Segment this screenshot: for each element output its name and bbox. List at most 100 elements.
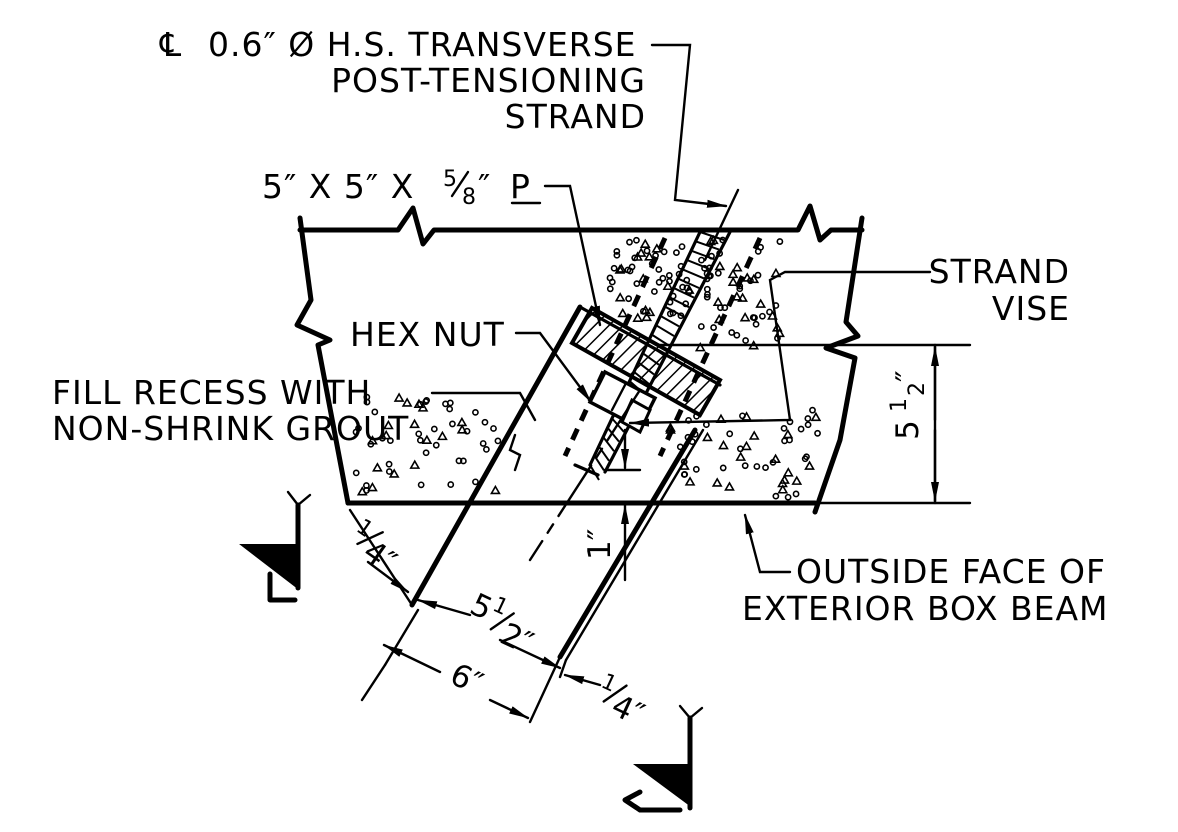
aggregate-dot — [472, 478, 479, 486]
aggregate-dot — [710, 324, 718, 331]
aggregate-dot — [494, 437, 502, 445]
depth-inch: ″ — [890, 370, 926, 382]
aggregate-dot — [363, 398, 371, 406]
recess-dimension: 5 1 2″ — [465, 587, 539, 662]
aggregate-dot — [606, 285, 614, 293]
aggregate-dot — [613, 247, 621, 255]
centerline-symbol: ℄ — [159, 25, 182, 64]
leaders — [348, 43, 972, 724]
aggregate-triangle — [614, 292, 626, 302]
aggregate-dot — [442, 400, 449, 408]
outside-face-label-line2: EXTERIOR BOX BEAM — [742, 589, 1109, 628]
aggregate-triangle — [731, 262, 743, 272]
aggregate-triangle — [490, 484, 501, 495]
aggregate-triangle — [409, 418, 420, 429]
aggregate-triangle — [714, 260, 726, 271]
strand-label-line1: 0.6″ Ø H.S. TRANSVERSE — [208, 25, 637, 64]
aggregate-dot — [776, 238, 784, 245]
overall-dimension: 6″ — [445, 657, 489, 703]
aggregate-triangle — [662, 280, 674, 291]
aggregate-dot — [749, 314, 757, 321]
aggregate-triangle — [718, 439, 729, 450]
strand-wire-twist — [659, 315, 680, 328]
aggregate-dot — [628, 263, 636, 271]
aggregate-triangle — [383, 419, 394, 430]
plate-size-text: 5″ X 5″ X — [262, 167, 414, 206]
aggregate-dot — [752, 320, 760, 328]
plate-symbol: P — [510, 167, 531, 206]
aggregate-dot — [697, 323, 705, 330]
aggregate-triangle — [421, 434, 433, 444]
aggregate-triangle — [810, 411, 822, 422]
aggregate-triangle — [413, 398, 425, 409]
strand-wire-twist — [668, 296, 690, 309]
aggregate-dot — [415, 430, 423, 438]
aggregate-triangle — [456, 424, 468, 434]
aggregate-triangle — [367, 435, 378, 445]
aggregate-dot — [704, 291, 711, 298]
aggregate-triangle — [367, 481, 378, 492]
strand-label: ℄ 0.6″ Ø H.S. TRANSVERSE POST-TENSIONING… — [159, 25, 646, 136]
aggregate-triangle — [791, 475, 803, 485]
aggregate-triangle — [401, 397, 413, 407]
aggregate-triangle — [782, 467, 794, 477]
aggregate-dot — [479, 440, 487, 447]
aggregate-triangle — [741, 440, 752, 451]
aggregate-triangle — [737, 292, 748, 302]
aggregate-triangle — [702, 431, 713, 442]
grout-label-line2: NON-SHRINK GROUT — [52, 409, 409, 448]
aggregate-triangle — [635, 247, 647, 257]
gap-right-dimension: 1 4″ — [597, 669, 649, 733]
aggregate-triangle — [388, 468, 400, 478]
aggregate-triangle — [617, 307, 629, 318]
depth-den: 2 — [905, 382, 930, 396]
aggregate-triangle — [735, 451, 747, 461]
aggregate-dot — [781, 437, 788, 445]
aggregate-triangle — [804, 460, 815, 470]
aggregate-triangle — [380, 429, 392, 440]
aggregate-triangle — [456, 416, 468, 427]
aggregate-dot — [753, 463, 761, 470]
aggregate-dot — [416, 436, 424, 444]
aggregate-triangle — [393, 392, 405, 402]
aggregate-dot — [613, 251, 621, 259]
beam-right-edge — [812, 215, 865, 515]
aggregate-dot — [814, 429, 821, 437]
aggregate-dot — [728, 329, 736, 336]
aggregate-dot — [766, 308, 773, 316]
aggregate-dot — [631, 254, 639, 262]
aggregate-dot — [385, 468, 393, 475]
recess-centerline — [528, 388, 642, 562]
beam-left-edge — [294, 215, 351, 506]
aggregate-triangle — [643, 251, 655, 261]
aggregate-triangle — [711, 477, 723, 487]
aggregate-dot — [804, 421, 812, 429]
section-mark-lower — [622, 704, 704, 813]
strand-wire-twist — [602, 436, 615, 452]
aggregate-dot — [772, 492, 780, 500]
aggregate-dot — [633, 236, 640, 244]
aggregate-dot — [754, 271, 762, 279]
aggregate-triangle — [632, 312, 644, 322]
aggregate-dot — [692, 465, 700, 473]
section-mark-upper — [239, 490, 312, 603]
aggregate-dot — [610, 264, 618, 272]
strand-label-line2: POST-TENSIONING — [331, 61, 646, 100]
strand-wire-twist — [695, 240, 720, 251]
aggregate-triangle — [727, 276, 739, 286]
aggregate-dot — [385, 460, 393, 468]
aggregate-dot — [780, 424, 788, 432]
aggregate-triangle — [779, 474, 790, 484]
aggregate-dot — [449, 420, 456, 428]
plate-frac-num: 5 — [443, 167, 457, 192]
aggregate-dot — [639, 307, 647, 315]
aggregate-triangle — [777, 484, 789, 494]
aggregate-dot — [659, 274, 667, 282]
beam-outline — [294, 203, 865, 515]
plate-inch-mark: ″ — [478, 167, 491, 206]
aggregate-triangle — [639, 238, 651, 248]
aggregate-dot — [650, 288, 658, 295]
strand-wire-twist — [686, 259, 710, 270]
strand-wire-twist — [690, 249, 715, 261]
